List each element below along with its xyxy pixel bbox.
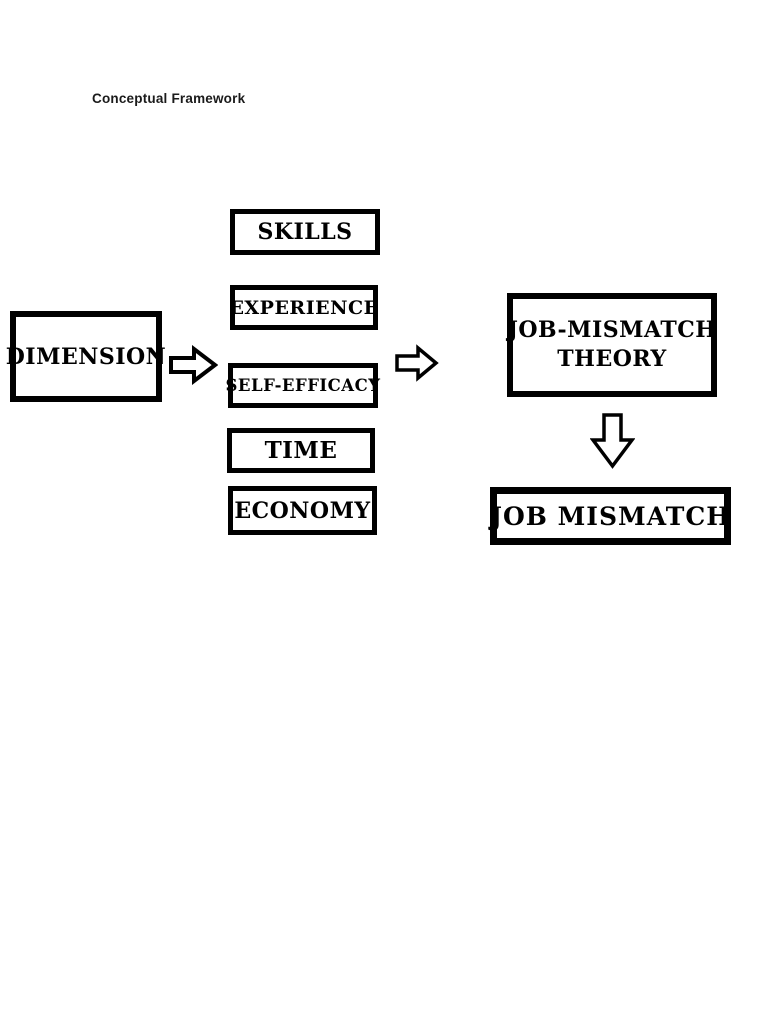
box-job-mismatch-theory: JOB-MISMATCH THEORY [507, 293, 717, 397]
box-economy: ECONOMY [228, 486, 377, 535]
box-dimension-label: DIMENSION [5, 343, 167, 370]
box-time-label: TIME [264, 437, 338, 464]
box-skills: SKILLS [230, 209, 380, 255]
box-experience-label: EXPERIENCE [229, 296, 379, 319]
box-theory-label-line1: JOB-MISMATCH [507, 317, 717, 344]
page-title: Conceptual Framework [92, 91, 246, 106]
box-outcome-label: JOB MISMATCH [490, 501, 731, 531]
box-self-efficacy: SELF-EFFICACY [225, 363, 381, 408]
box-job-mismatch: JOB MISMATCH [490, 487, 731, 545]
box-skills-label: SKILLS [257, 219, 353, 245]
box-theory-label-line2: THEORY [557, 346, 667, 372]
box-experience: EXPERIENCE [229, 285, 379, 330]
box-self-efficacy-label: SELF-EFFICACY [225, 376, 381, 395]
box-economy-label: ECONOMY [234, 497, 371, 524]
box-time: TIME [227, 428, 375, 473]
block-arrow-right-icon [168, 345, 218, 385]
block-arrow-right-icon [395, 343, 439, 383]
box-dimension: DIMENSION [6, 311, 166, 402]
block-arrow-down-icon [590, 413, 635, 469]
